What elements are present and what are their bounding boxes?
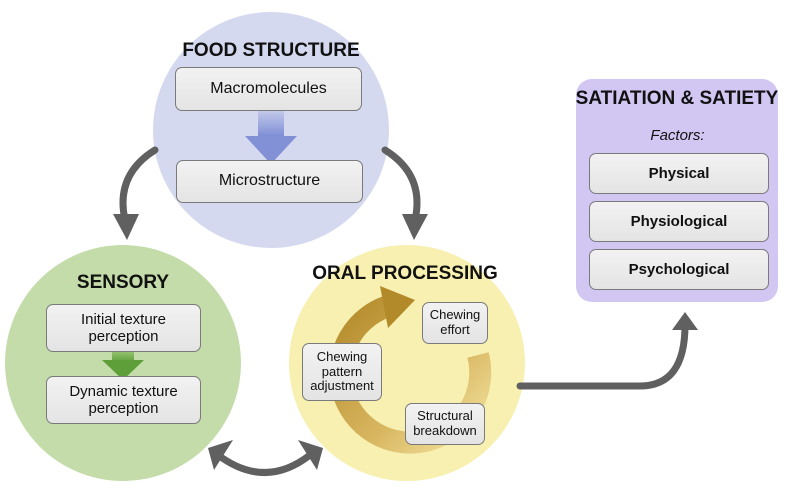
factors-label: Factors:	[650, 127, 705, 144]
macro-to-micro-arrow	[245, 110, 297, 164]
sensory-oral-bidirectional-arrow	[214, 451, 314, 476]
food-structure-title: FOOD STRUCTURE	[182, 40, 360, 61]
initial-texture-box: Initial texture perception	[46, 304, 201, 352]
arrowhead	[672, 312, 698, 330]
chewing-pattern-box: Chewing pattern adjustment	[302, 343, 382, 401]
macromolecules-box: Macromolecules	[175, 67, 362, 111]
factor-psychological-box: Psychological	[589, 249, 769, 290]
dynamic-texture-box: Dynamic texture perception	[46, 376, 201, 424]
oral-to-satiation-arrow	[516, 321, 689, 390]
arrowhead	[402, 214, 428, 240]
structural-breakdown-box: Structural breakdown	[405, 403, 485, 445]
factor-physiological-box: Physiological	[589, 201, 769, 242]
factor-physical-box: Physical	[589, 153, 769, 194]
food-to-sensory-arrow	[119, 146, 159, 224]
food-to-oral-arrow	[381, 146, 421, 224]
arrowhead	[208, 440, 233, 470]
arrowhead	[113, 214, 139, 240]
arrowhead	[298, 440, 323, 470]
oral-processing-title: ORAL PROCESSING	[312, 263, 498, 284]
satiation-title: SATIATION & SATIETY	[575, 88, 779, 109]
microstructure-box: Microstructure	[176, 160, 363, 203]
chewing-effort-box: Chewing effort	[422, 302, 488, 344]
sensory-title: SENSORY	[76, 272, 170, 293]
